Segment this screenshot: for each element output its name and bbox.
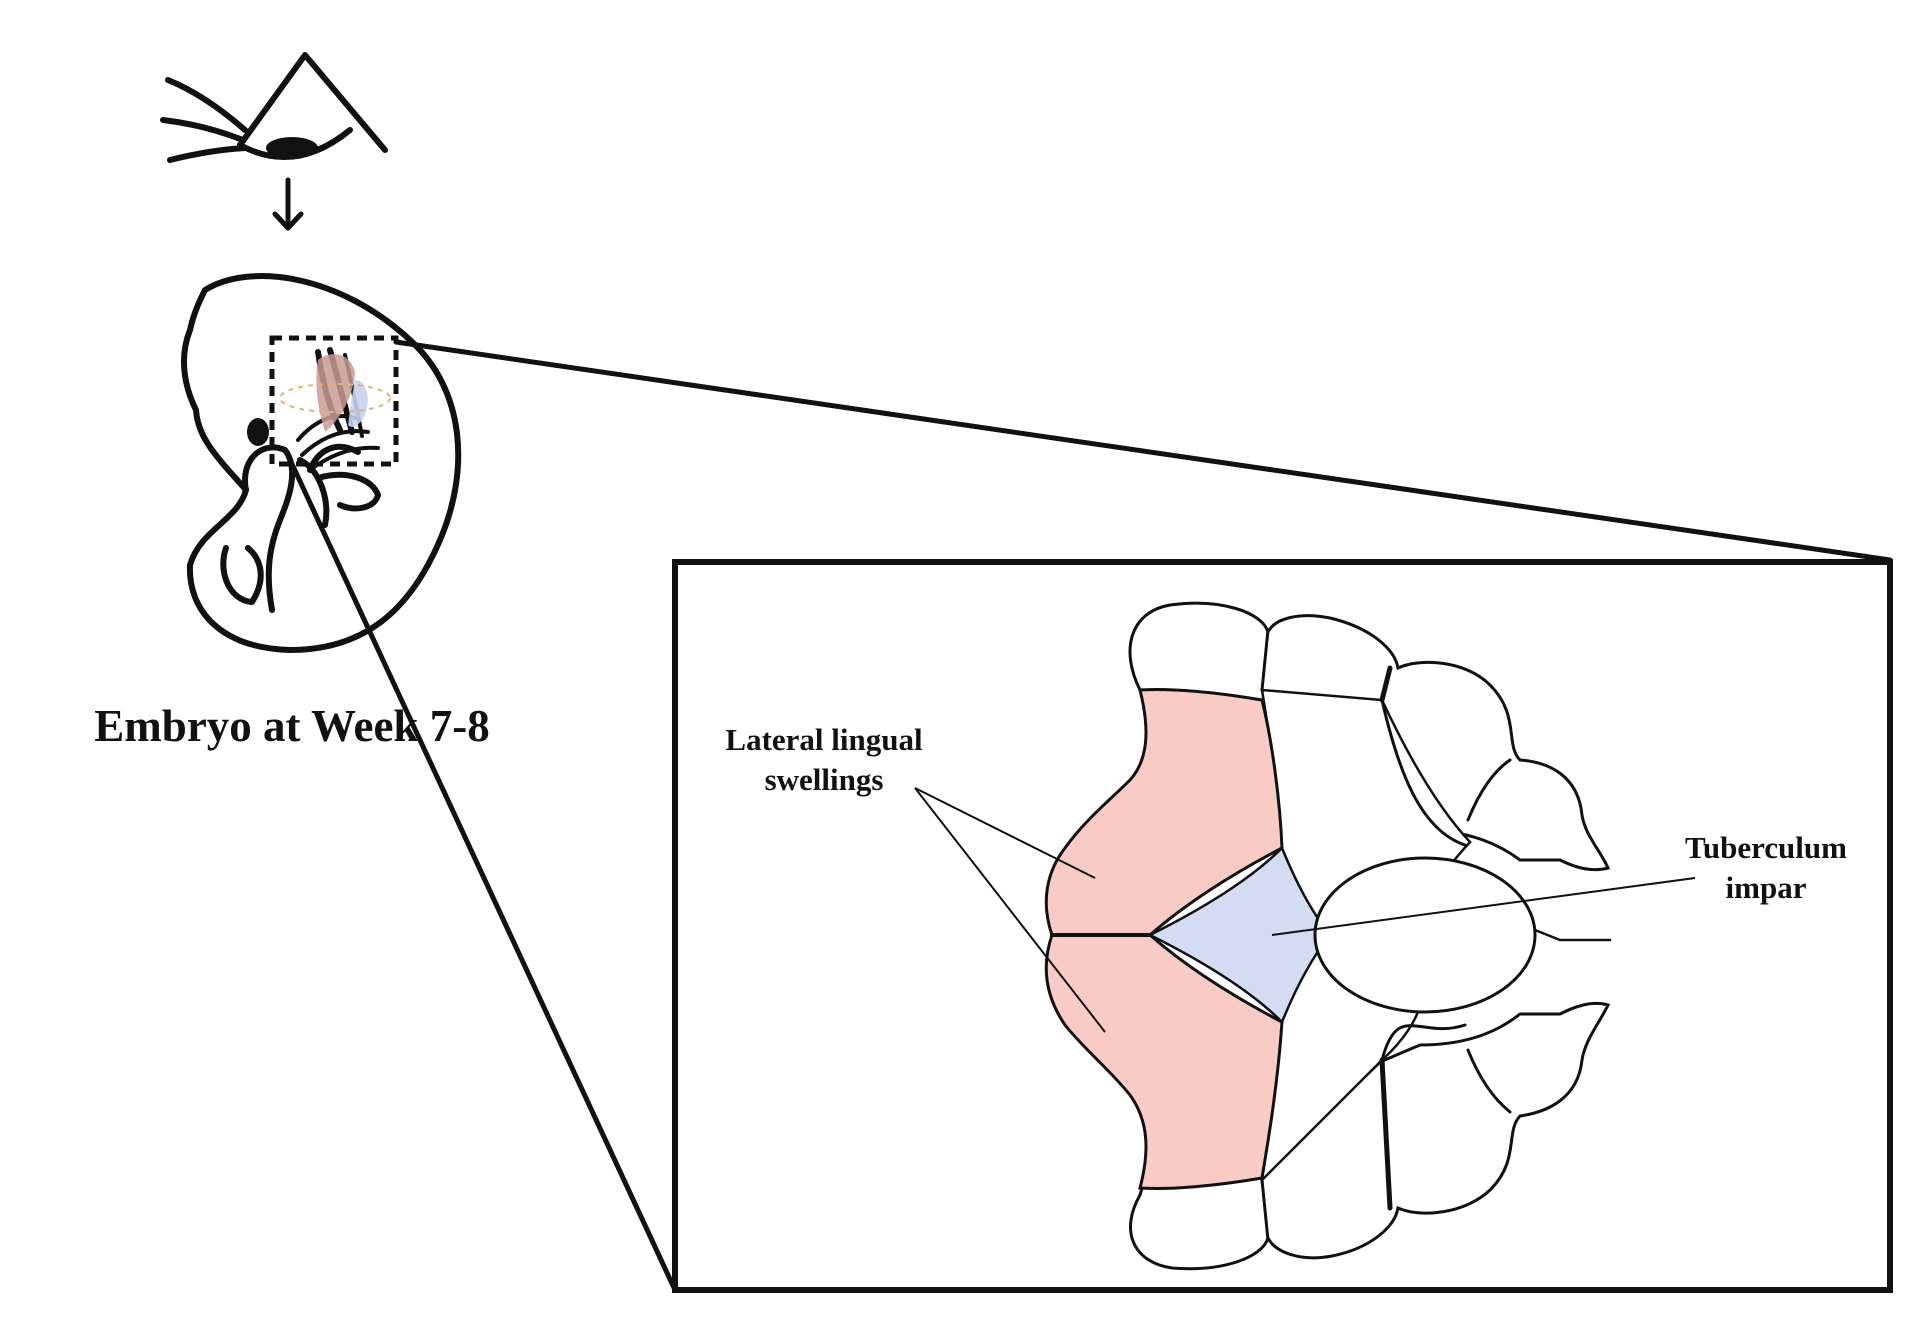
embryo-sketch	[181, 273, 462, 653]
embryo-eye	[247, 418, 269, 446]
lateral-lingual-swelling-upper	[1044, 687, 1284, 937]
zoom-projection-lines	[289, 339, 1893, 1293]
label-lateral-lingual-line2: swellings	[765, 762, 884, 797]
label-lateral-lingual-line1: Lateral lingual	[725, 722, 923, 757]
pharyngeal-arch-lower	[1129, 1001, 1611, 1271]
label-tuberculum-line1: Tuberculum	[1685, 830, 1847, 865]
eye-icon	[160, 52, 388, 163]
label-tuberculum-line2: impar	[1726, 870, 1807, 905]
embryo-caption: Embryo at Week 7-8	[94, 701, 489, 751]
central-oval	[1313, 856, 1537, 1014]
embryo-guide-ellipse	[279, 383, 391, 413]
embryo-tuberculum-hint	[348, 380, 368, 427]
embryo-lateral-swelling-hint	[316, 354, 355, 432]
zoom-selection-box	[269, 335, 399, 467]
lateral-lingual-swelling-lower	[1044, 933, 1284, 1191]
tongue-detail	[1044, 601, 1612, 1271]
down-arrow-icon	[272, 177, 304, 231]
leader-lines	[914, 787, 1696, 1033]
groove-lines	[1050, 628, 1612, 1242]
